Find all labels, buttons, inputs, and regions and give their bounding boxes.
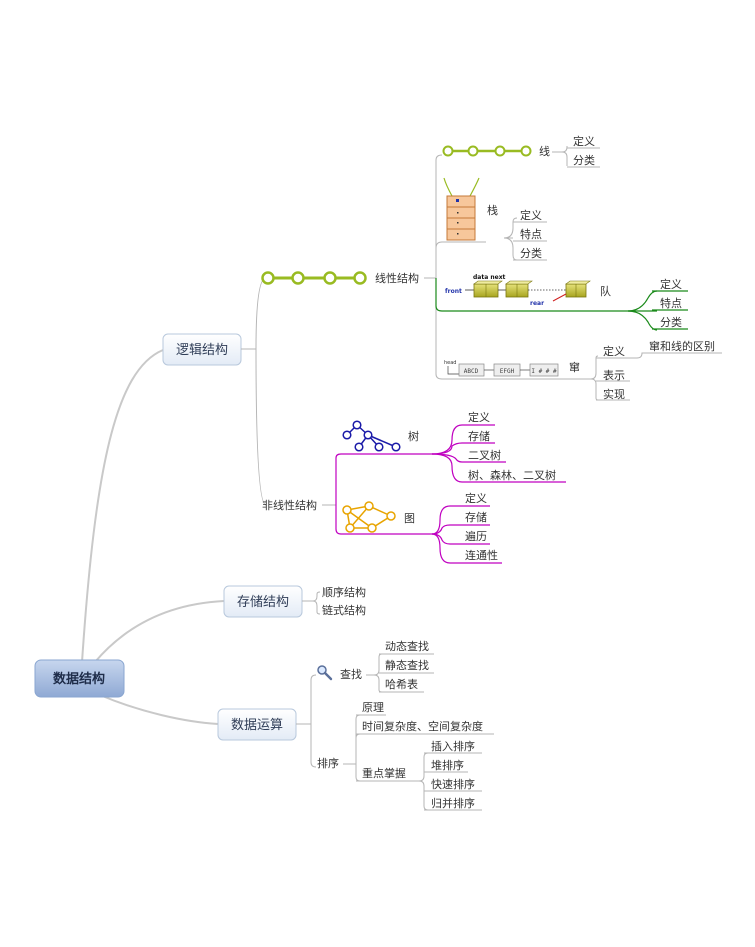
queue-rear: rear bbox=[530, 300, 544, 307]
queue-icon: data next front rear bbox=[445, 274, 591, 307]
storage-child-sequential[interactable]: 顺序结构 bbox=[322, 585, 366, 599]
root-node[interactable]: 数据结构 bbox=[34, 659, 125, 698]
graph-child-storage[interactable]: 存储 bbox=[465, 510, 487, 524]
root-label: 数据结构 bbox=[53, 671, 105, 687]
graph-label: 图 bbox=[404, 512, 415, 525]
string-define-child[interactable]: 窜和线的区别 bbox=[649, 339, 715, 353]
linear-line-icon bbox=[261, 271, 367, 285]
string-cell-2: EFGH bbox=[500, 368, 515, 375]
string-child-represent[interactable]: 表示 bbox=[603, 368, 625, 382]
queue-front: front bbox=[445, 288, 462, 295]
ops-node[interactable]: 数据运算 bbox=[217, 708, 297, 741]
sort-child-principle[interactable]: 原理 bbox=[362, 701, 384, 714]
stack-label: 栈 bbox=[487, 203, 498, 217]
line-child-classify[interactable]: 分类 bbox=[573, 153, 595, 167]
sort-child-complexity[interactable]: 时间复杂度、空间复杂度 bbox=[362, 719, 483, 733]
string-cell-3: I # # # bbox=[531, 368, 557, 375]
nonlinear-node[interactable]: 非线性结构 bbox=[262, 498, 317, 512]
sort-node[interactable]: 排序 bbox=[317, 756, 339, 770]
search-child-static[interactable]: 静态查找 bbox=[385, 658, 429, 672]
string-child-implement[interactable]: 实现 bbox=[603, 387, 625, 401]
search-child-hash[interactable]: 哈希表 bbox=[385, 677, 418, 691]
queue-child-feature[interactable]: 特点 bbox=[660, 296, 682, 310]
sort-label: 排序 bbox=[317, 756, 339, 770]
search-label: 查找 bbox=[340, 667, 362, 681]
search-magnifier-icon bbox=[317, 665, 333, 681]
search-node[interactable]: 查找 bbox=[317, 665, 362, 681]
storage-children: 顺序结构 链式结构 bbox=[302, 585, 366, 617]
tree-node[interactable]: 树 bbox=[342, 420, 419, 452]
stack-icon bbox=[443, 177, 480, 241]
queue-child-define[interactable]: 定义 bbox=[660, 277, 682, 291]
sort-focus-heap[interactable]: 堆排序 bbox=[431, 758, 464, 772]
storage-label: 存储结构 bbox=[237, 595, 289, 610]
stack-child-feature[interactable]: 特点 bbox=[520, 227, 542, 241]
graph-children: 定义 存储 遍历 连通性 bbox=[431, 491, 502, 564]
queue-node[interactable]: data next front rear 队 bbox=[445, 274, 611, 307]
string-node[interactable]: head ABCD EFGH I # # # 窜 bbox=[444, 360, 580, 377]
string-children: 定义 表示 实现 窜和线的区别 bbox=[580, 339, 722, 401]
tree-child-binary[interactable]: 二叉树 bbox=[468, 448, 501, 462]
stack-children: 定义 特点 分类 bbox=[503, 208, 547, 261]
linear-node[interactable]: 线性结构 bbox=[261, 271, 420, 285]
root-branches bbox=[81, 349, 225, 725]
string-label: 窜 bbox=[569, 360, 580, 374]
linear-connectors bbox=[424, 154, 628, 380]
logic-node[interactable]: 逻辑结构 bbox=[162, 333, 242, 366]
root-box bbox=[34, 659, 125, 698]
line-node[interactable]: 线 bbox=[442, 144, 551, 158]
line-icon bbox=[442, 145, 532, 157]
graph-child-connectivity[interactable]: 连通性 bbox=[465, 548, 498, 562]
queue-child-classify[interactable]: 分类 bbox=[660, 315, 682, 329]
queue-label: 队 bbox=[600, 284, 611, 298]
nonlinear-label: 非线性结构 bbox=[262, 498, 317, 512]
sort-children: 原理 时间复杂度、空间复杂度 重点掌握 bbox=[343, 701, 494, 782]
string-child-define[interactable]: 定义 bbox=[603, 344, 625, 358]
sort-focus-insertion[interactable]: 插入排序 bbox=[431, 739, 475, 753]
stack-node[interactable]: 栈 bbox=[443, 177, 498, 241]
sort-focus-quick[interactable]: 快速排序 bbox=[431, 777, 475, 791]
string-head: head bbox=[444, 360, 456, 366]
graph-node[interactable]: 图 bbox=[342, 501, 415, 533]
search-children: 动态查找 静态查找 哈希表 bbox=[366, 639, 434, 693]
sort-focus-merge[interactable]: 归并排序 bbox=[431, 796, 475, 810]
sort-child-focus[interactable]: 重点掌握 bbox=[362, 766, 406, 780]
tree-children: 定义 存储 二叉树 树、森林、二叉树 bbox=[431, 410, 566, 483]
queue-data-next: data next bbox=[473, 274, 506, 281]
linear-label: 线性结构 bbox=[375, 271, 419, 285]
tree-icon bbox=[342, 420, 401, 452]
tree-child-define[interactable]: 定义 bbox=[468, 410, 490, 424]
graph-child-define[interactable]: 定义 bbox=[465, 491, 487, 505]
stack-child-define[interactable]: 定义 bbox=[520, 208, 542, 222]
stack-child-classify[interactable]: 分类 bbox=[520, 246, 542, 260]
tree-child-storage[interactable]: 存储 bbox=[468, 429, 490, 443]
line-children: 定义 分类 bbox=[552, 134, 600, 168]
sort-focus-children: 插入排序 堆排序 快速排序 归并排序 bbox=[412, 739, 482, 811]
nonlinear-connectors bbox=[322, 453, 432, 535]
logic-label: 逻辑结构 bbox=[176, 343, 228, 358]
queue-children: 定义 特点 分类 bbox=[627, 277, 688, 331]
string-icon: head ABCD EFGH I # # # bbox=[444, 360, 559, 377]
line-label: 线 bbox=[539, 144, 550, 158]
storage-node[interactable]: 存储结构 bbox=[223, 585, 303, 618]
storage-child-linked[interactable]: 链式结构 bbox=[322, 603, 366, 617]
ops-label: 数据运算 bbox=[231, 718, 283, 733]
search-child-dynamic[interactable]: 动态查找 bbox=[385, 639, 429, 653]
tree-child-forest[interactable]: 树、森林、二叉树 bbox=[468, 468, 556, 482]
graph-child-traverse[interactable]: 遍历 bbox=[465, 530, 487, 543]
logic-connectors bbox=[241, 277, 268, 506]
line-child-define[interactable]: 定义 bbox=[573, 134, 595, 148]
graph-icon bbox=[342, 501, 396, 533]
tree-label: 树 bbox=[408, 429, 419, 443]
string-cell-1: ABCD bbox=[464, 368, 479, 375]
ops-connectors bbox=[296, 674, 317, 768]
